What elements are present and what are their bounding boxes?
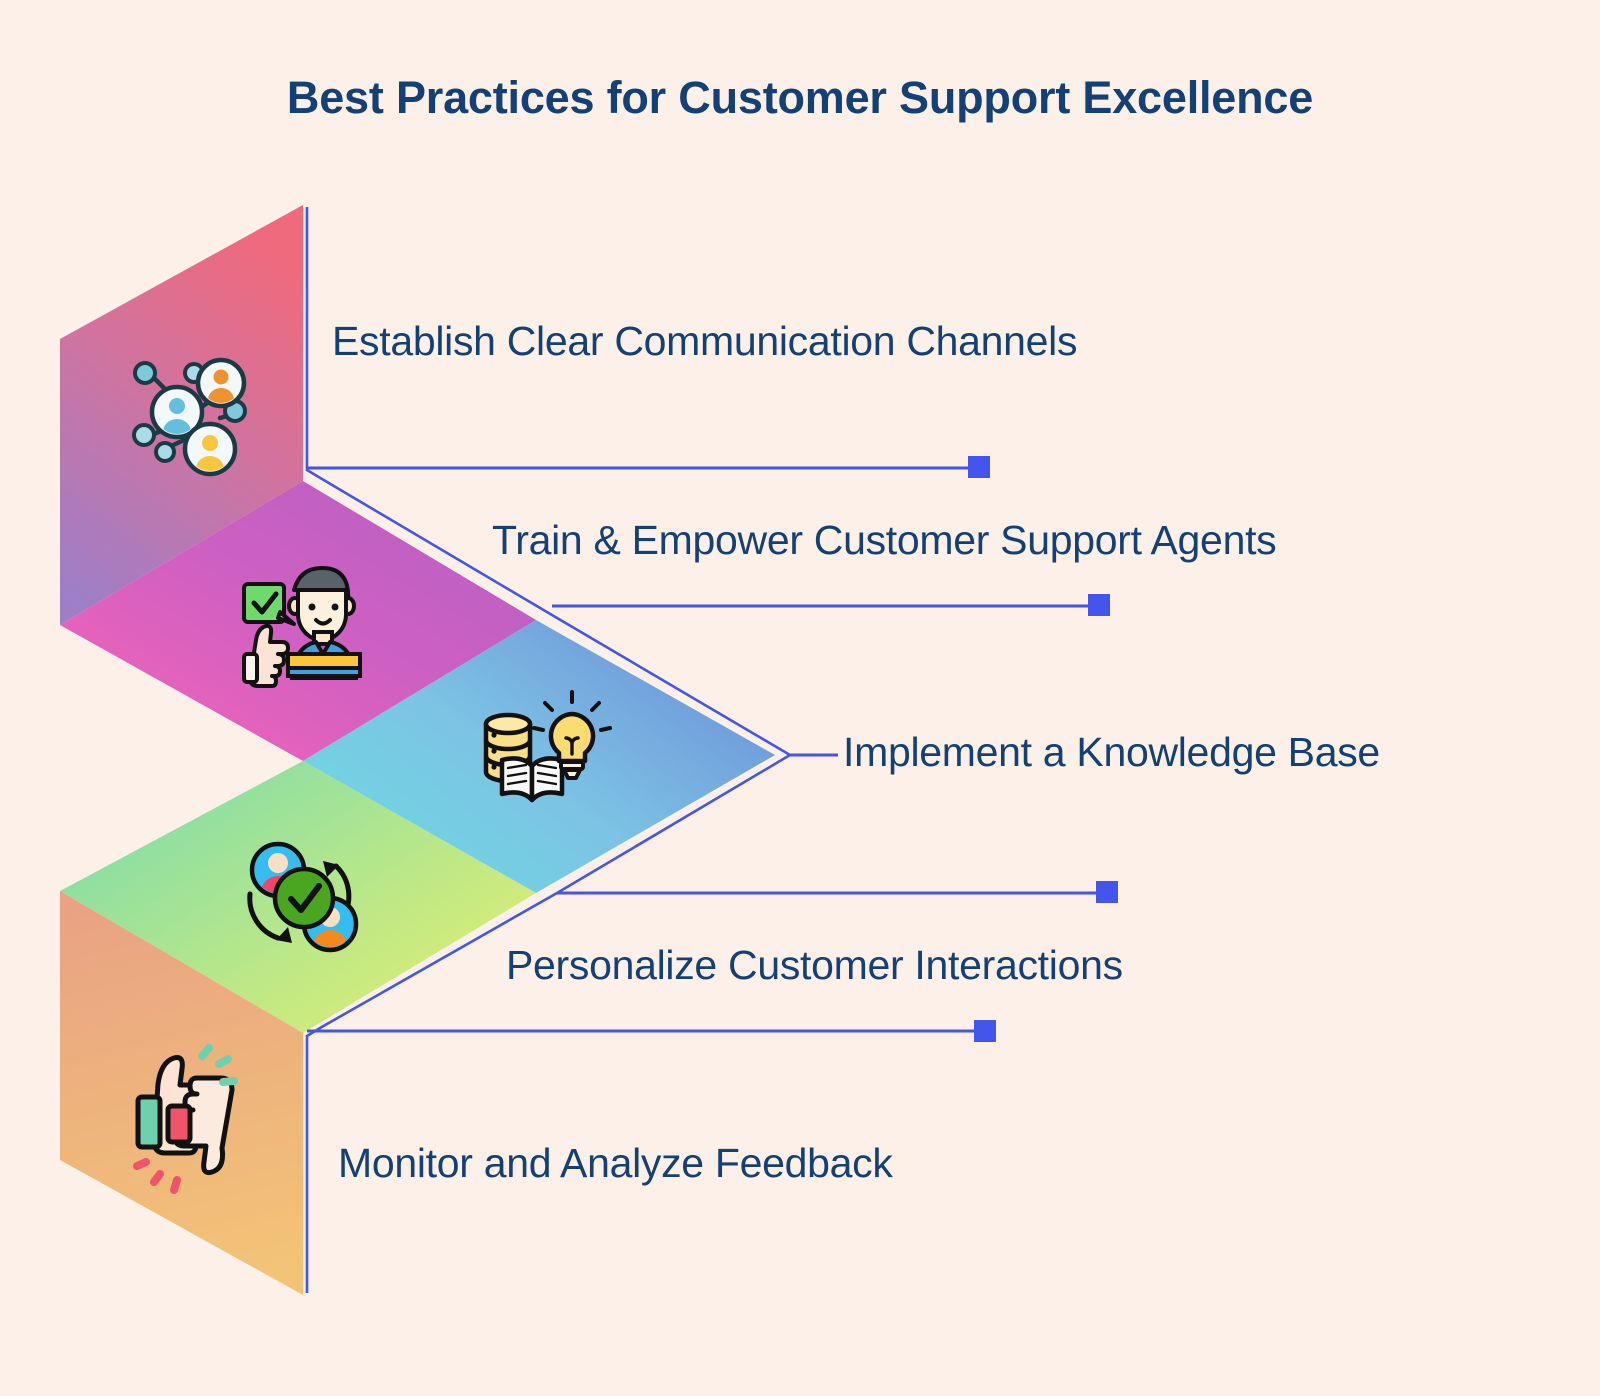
step-label-4[interactable]: Personalize Customer Interactions: [506, 942, 1123, 988]
thumbs-up-down-icon: [133, 1044, 238, 1194]
agent-thumbs-up-icon: [242, 566, 362, 688]
band-step-3[interactable]: [303, 620, 775, 893]
network-people-icon: [132, 357, 247, 477]
connector-markers: [968, 456, 1118, 1042]
step-label-1[interactable]: Establish Clear Communication Channels: [332, 318, 1078, 364]
step-label-3[interactable]: Implement a Knowledge Base: [843, 729, 1380, 775]
page-title: Best Practices for Customer Support Exce…: [286, 72, 1314, 123]
users-check-cycle-icon: [247, 841, 359, 953]
marker-step-1: [968, 456, 990, 478]
marker-step-4: [1096, 881, 1118, 903]
marker-step-5: [974, 1020, 996, 1042]
database-book-bulb-icon: [483, 690, 612, 803]
step-label-5[interactable]: Monitor and Analyze Feedback: [338, 1140, 893, 1186]
step-label-2[interactable]: Train & Empower Customer Support Agents: [492, 517, 1277, 563]
marker-step-2: [1088, 594, 1110, 616]
connector-lines: [307, 466, 1102, 1033]
